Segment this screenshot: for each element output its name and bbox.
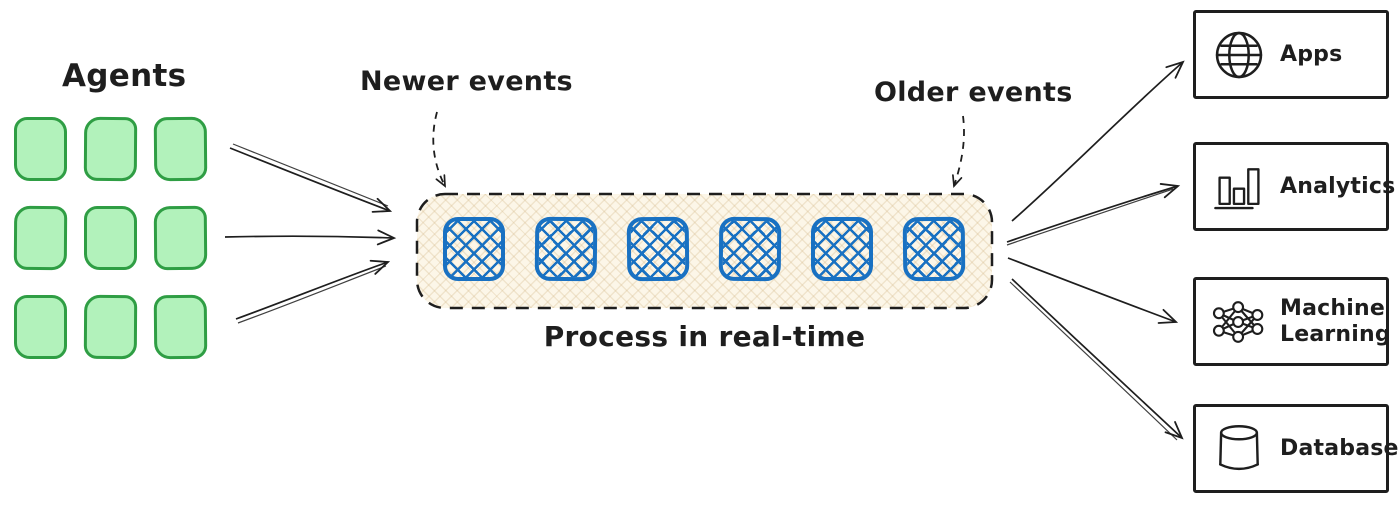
destination-label: Machine Learning: [1280, 295, 1391, 347]
agent-square: [153, 205, 208, 271]
arrow-agents-top: [229, 147, 393, 213]
newer-events-label: Newer events: [360, 66, 573, 97]
destination-database: Database: [1193, 404, 1398, 493]
event-square: [811, 217, 873, 281]
agents-grid: [13, 116, 208, 360]
event-square: [626, 216, 690, 282]
event-square: [718, 216, 782, 282]
agent-square: [153, 294, 208, 360]
agent-square: [83, 116, 138, 182]
arrow-agents-bottom: [235, 259, 391, 320]
event-square: [902, 216, 966, 282]
arrow-agents-middle: [224, 229, 397, 246]
agent-square: [13, 205, 68, 271]
agent-square: [153, 116, 208, 182]
destination-apps: Apps: [1193, 10, 1389, 99]
agent-square: [14, 295, 67, 359]
database-icon: [1211, 421, 1267, 477]
arrow-agents-top-ghost: [232, 143, 389, 207]
destination-label: Analytics: [1280, 173, 1396, 199]
older-events-label: Older events: [874, 77, 1073, 108]
arrow-to-analytics-ghost: [1006, 188, 1174, 246]
arrow-to-analytics: [1006, 183, 1181, 243]
destination-label: Database: [1280, 435, 1399, 461]
agent-square: [84, 206, 137, 270]
neural-network-icon: [1211, 297, 1267, 347]
arrow-newer-events: [432, 111, 446, 188]
bar-chart-icon: [1211, 160, 1267, 214]
event-square: [534, 216, 598, 282]
arrow-older-events: [952, 115, 965, 188]
event-stream-container: [417, 194, 992, 308]
stream-caption: Process in real-time: [543, 320, 866, 353]
globe-icon: [1211, 28, 1267, 82]
arrow-to-database: [1011, 278, 1184, 440]
destination-analytics: Analytics: [1193, 142, 1395, 231]
event-squares: [443, 216, 966, 282]
destination-machine-learning: Machine Learning: [1193, 277, 1391, 366]
arrow-to-database-ghost: [1009, 281, 1178, 441]
arrow-agents-bottom-ghost: [237, 265, 387, 324]
agent-square: [14, 117, 67, 181]
agent-square: [83, 294, 138, 360]
destination-label: Apps: [1280, 41, 1343, 67]
event-square: [443, 217, 505, 281]
arrow-to-machine-learning: [1007, 257, 1179, 324]
agents-label: Agents: [62, 58, 187, 94]
